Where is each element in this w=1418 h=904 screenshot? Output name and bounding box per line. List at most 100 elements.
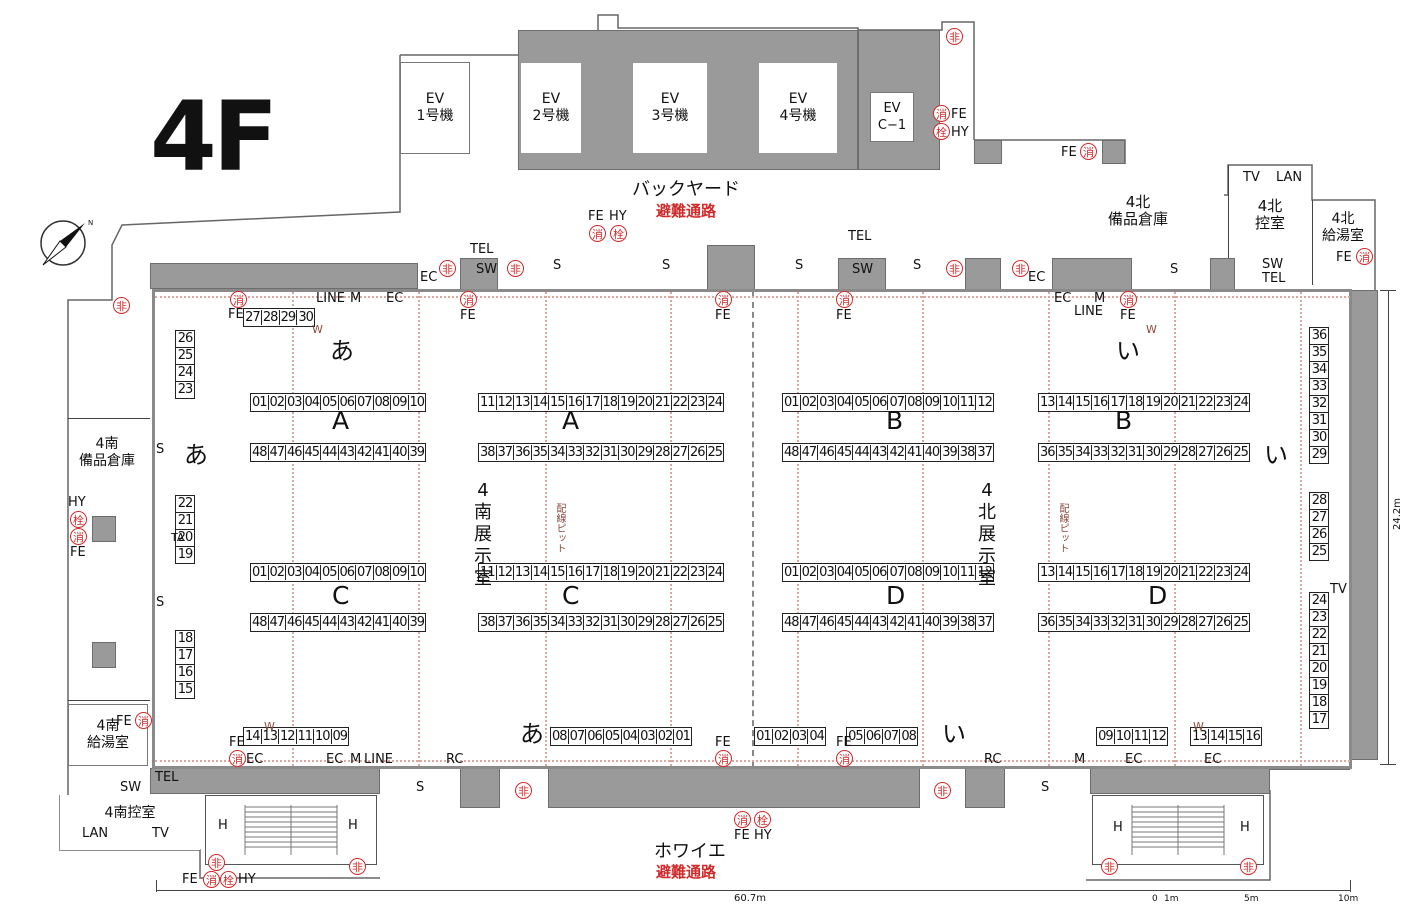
- booth-cell[interactable]: 34: [549, 445, 567, 460]
- booth-cell[interactable]: 04: [836, 395, 854, 410]
- booth-cell[interactable]: 31: [602, 445, 619, 460]
- booth-cell[interactable]: 35: [1057, 445, 1075, 460]
- booth-cell[interactable]: 03: [286, 395, 304, 410]
- booth-cell[interactable]: 01: [783, 565, 801, 580]
- booth-cell[interactable]: 35: [532, 445, 549, 460]
- booth-cell[interactable]: 45: [836, 445, 854, 460]
- booth-cell[interactable]: 32: [1109, 615, 1127, 630]
- booth-cell[interactable]: 28: [654, 445, 672, 460]
- booth-cell[interactable]: 14: [532, 565, 549, 580]
- booth-cell[interactable]: 23: [689, 395, 707, 410]
- booth-cell[interactable]: 04: [622, 729, 640, 744]
- booth-cell[interactable]: 06: [871, 565, 889, 580]
- booth-cell[interactable]: 47: [269, 445, 286, 460]
- booth-cell[interactable]: 26: [1215, 615, 1233, 630]
- booth-cell[interactable]: 21: [654, 565, 672, 580]
- booth-cell[interactable]: 38: [959, 615, 977, 630]
- booth-cell[interactable]: 12: [497, 395, 514, 410]
- booth-cell[interactable]: 03: [818, 565, 836, 580]
- booth-cell[interactable]: 01: [675, 729, 691, 744]
- booth-cell[interactable]: 20: [637, 395, 654, 410]
- booth-cell[interactable]: 08: [374, 395, 391, 410]
- booth-cell[interactable]: 31: [1127, 615, 1145, 630]
- booth-cell[interactable]: 19: [619, 395, 637, 410]
- booth-cell[interactable]: 10: [1115, 729, 1133, 744]
- booth-cell[interactable]: 30: [619, 615, 637, 630]
- booth-cell[interactable]: 29: [637, 615, 654, 630]
- booth-cell[interactable]: 02: [801, 565, 819, 580]
- booth-cell[interactable]: 06: [871, 395, 889, 410]
- booth-cell[interactable]: 09: [924, 565, 942, 580]
- booth-cell[interactable]: 27: [672, 445, 689, 460]
- booth-cell[interactable]: 27: [244, 310, 262, 325]
- booth-cell[interactable]: 27: [1197, 615, 1215, 630]
- booth-cell[interactable]: 36: [1039, 445, 1057, 460]
- booth-cell[interactable]: 12: [977, 395, 993, 410]
- booth-cell[interactable]: 27: [672, 615, 689, 630]
- booth-cell[interactable]: 03: [818, 395, 836, 410]
- booth-cell[interactable]: 43: [339, 445, 356, 460]
- booth-cell[interactable]: 18: [1127, 565, 1145, 580]
- booth-cell[interactable]: 13: [262, 729, 279, 744]
- booth-cell[interactable]: 03: [286, 565, 304, 580]
- booth-cell[interactable]: 13: [514, 565, 532, 580]
- booth-cell[interactable]: 27: [1197, 445, 1215, 460]
- booth-cell[interactable]: 12: [1151, 729, 1167, 744]
- booth-cell[interactable]: 05: [321, 565, 339, 580]
- booth-cell[interactable]: 02: [269, 395, 286, 410]
- booth-cell[interactable]: 14: [1057, 395, 1075, 410]
- booth-cell[interactable]: 13: [514, 395, 532, 410]
- booth-cell[interactable]: 11: [959, 565, 977, 580]
- booth-cell[interactable]: 30: [1144, 445, 1163, 460]
- booth-cell[interactable]: 13: [1039, 395, 1057, 410]
- booth-cell[interactable]: 28: [1180, 445, 1198, 460]
- booth-cell[interactable]: 15: [1227, 729, 1245, 744]
- booth-cell[interactable]: 30: [298, 310, 314, 325]
- booth-cell[interactable]: 18: [1127, 395, 1145, 410]
- booth-cell[interactable]: 14: [244, 729, 262, 744]
- booth-cell[interactable]: 06: [339, 395, 356, 410]
- booth-cell[interactable]: 29: [1162, 445, 1180, 460]
- booth-cell[interactable]: 44: [853, 615, 871, 630]
- booth-cell[interactable]: 41: [906, 445, 924, 460]
- booth-cell[interactable]: 10: [941, 395, 959, 410]
- booth-cell[interactable]: 11: [297, 729, 314, 744]
- booth-cell[interactable]: 02: [773, 729, 791, 744]
- booth-cell[interactable]: 29: [637, 445, 654, 460]
- booth-cell[interactable]: 44: [321, 615, 339, 630]
- booth-cell[interactable]: 17: [1109, 395, 1127, 410]
- booth-cell[interactable]: 24: [707, 395, 723, 410]
- booth-cell[interactable]: 46: [818, 445, 836, 460]
- booth-cell[interactable]: 21: [654, 395, 672, 410]
- booth-cell[interactable]: 23: [689, 565, 707, 580]
- booth-cell[interactable]: 24: [1233, 395, 1249, 410]
- booth-cell[interactable]: 28: [262, 310, 280, 325]
- booth-cell[interactable]: 05: [321, 395, 339, 410]
- booth-cell[interactable]: 24: [1233, 565, 1249, 580]
- booth-cell[interactable]: 12: [497, 565, 514, 580]
- booth-cell[interactable]: 13: [1191, 729, 1209, 744]
- booth-cell[interactable]: 47: [269, 615, 286, 630]
- booth-cell[interactable]: 20: [637, 565, 654, 580]
- booth-cell[interactable]: 14: [1209, 729, 1227, 744]
- booth-cell[interactable]: 46: [286, 615, 304, 630]
- booth-cell[interactable]: 04: [836, 565, 854, 580]
- booth-cell[interactable]: 22: [1197, 395, 1215, 410]
- booth-cell[interactable]: 30: [619, 445, 637, 460]
- booth-cell[interactable]: 33: [1092, 615, 1110, 630]
- booth-cell[interactable]: 15: [1074, 395, 1092, 410]
- booth-cell[interactable]: 38: [479, 615, 497, 630]
- booth-cell[interactable]: 44: [853, 445, 871, 460]
